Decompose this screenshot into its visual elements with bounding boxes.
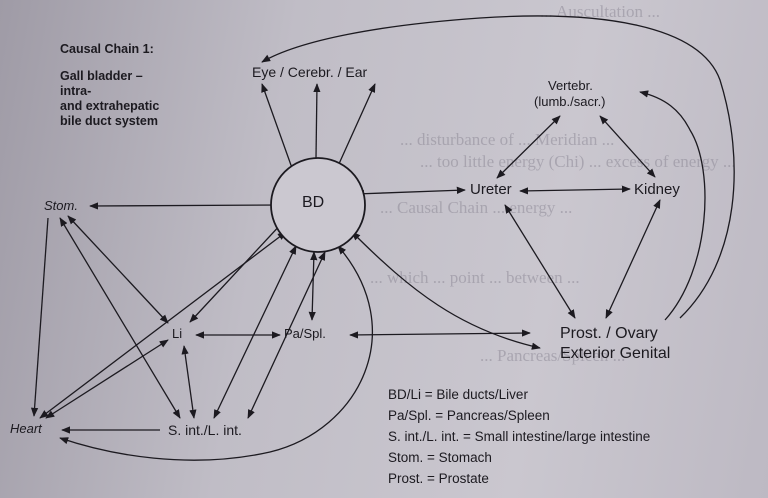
edge-bd-stom bbox=[89, 202, 285, 210]
node-li: Li bbox=[172, 326, 183, 341]
edge-bd-eye-mid bbox=[313, 83, 321, 159]
edge-stom-sint bbox=[59, 217, 181, 419]
title-line-4: and extrahepatic bbox=[60, 99, 160, 113]
edge-prost-eye-arc bbox=[261, 15, 735, 319]
title-line-1: Causal Chain 1: bbox=[60, 42, 154, 56]
node-stom: Stom. bbox=[44, 198, 78, 213]
edge-li-sint bbox=[181, 345, 197, 419]
edge-bd-prost-curve bbox=[351, 231, 541, 350]
edge-bd-eye-left bbox=[261, 83, 293, 169]
edge-ureter-prost bbox=[504, 204, 576, 319]
edge-bd-eye-right bbox=[337, 83, 376, 167]
edge-bd-li bbox=[189, 221, 284, 323]
node-vertebr-2: (lumb./sacr.) bbox=[534, 94, 606, 109]
edge-stom-heart bbox=[30, 217, 49, 417]
node-ureter: Ureter bbox=[470, 181, 512, 198]
title-line-3: intra- bbox=[60, 84, 92, 98]
diagram-title: Causal Chain 1: Gall bladder – intra- an… bbox=[60, 42, 210, 129]
node-prost-2: Exterior Genital bbox=[560, 345, 671, 362]
legend-item: BD/Li = Bile ducts/Liver bbox=[388, 387, 528, 402]
title-line-5: bile duct system bbox=[60, 114, 158, 128]
node-bd: BD bbox=[302, 194, 325, 211]
node-sint: S. int./L. int. bbox=[168, 422, 242, 438]
ghost-text-6: ... Pancreas/Spleen ... bbox=[480, 346, 626, 365]
edge-kidney-prost bbox=[605, 199, 661, 319]
edge-vertebr-kidney bbox=[599, 115, 656, 178]
node-pa: Pa/Spl. bbox=[284, 326, 326, 341]
legend-item: Prost. = Prostate bbox=[388, 471, 489, 486]
bd-node-circle bbox=[270, 157, 366, 253]
node-prost-1: Prost. / Ovary bbox=[560, 325, 658, 342]
node-kidney: Kidney bbox=[634, 181, 680, 198]
edge-bd-pa bbox=[308, 251, 318, 321]
edge-ureter-kidney bbox=[519, 185, 631, 195]
node-vertebr-1: Vertebr. bbox=[548, 78, 593, 93]
legend: BD/Li = Bile ducts/Liver Pa/Spl. = Pancr… bbox=[388, 384, 650, 489]
edge-bd-ureter bbox=[355, 186, 466, 198]
legend-item: S. int./L. int. = Small intestine/large … bbox=[388, 429, 651, 444]
node-heart: Heart bbox=[10, 421, 42, 436]
legend-item: Pa/Spl. = Pancreas/Spleen bbox=[388, 408, 550, 423]
edge-stom-li bbox=[67, 215, 169, 324]
edge-vertebr-ureter bbox=[496, 115, 561, 179]
legend-item: Stom. = Stomach bbox=[388, 450, 492, 465]
edge-pa-prost bbox=[349, 329, 531, 339]
title-line-2: Gall bladder – bbox=[60, 69, 143, 83]
edge-prost-vertebr-arc bbox=[639, 90, 706, 321]
node-eye: Eye / Cerebr. / Ear bbox=[252, 64, 368, 80]
edge-li-heart bbox=[45, 339, 169, 419]
